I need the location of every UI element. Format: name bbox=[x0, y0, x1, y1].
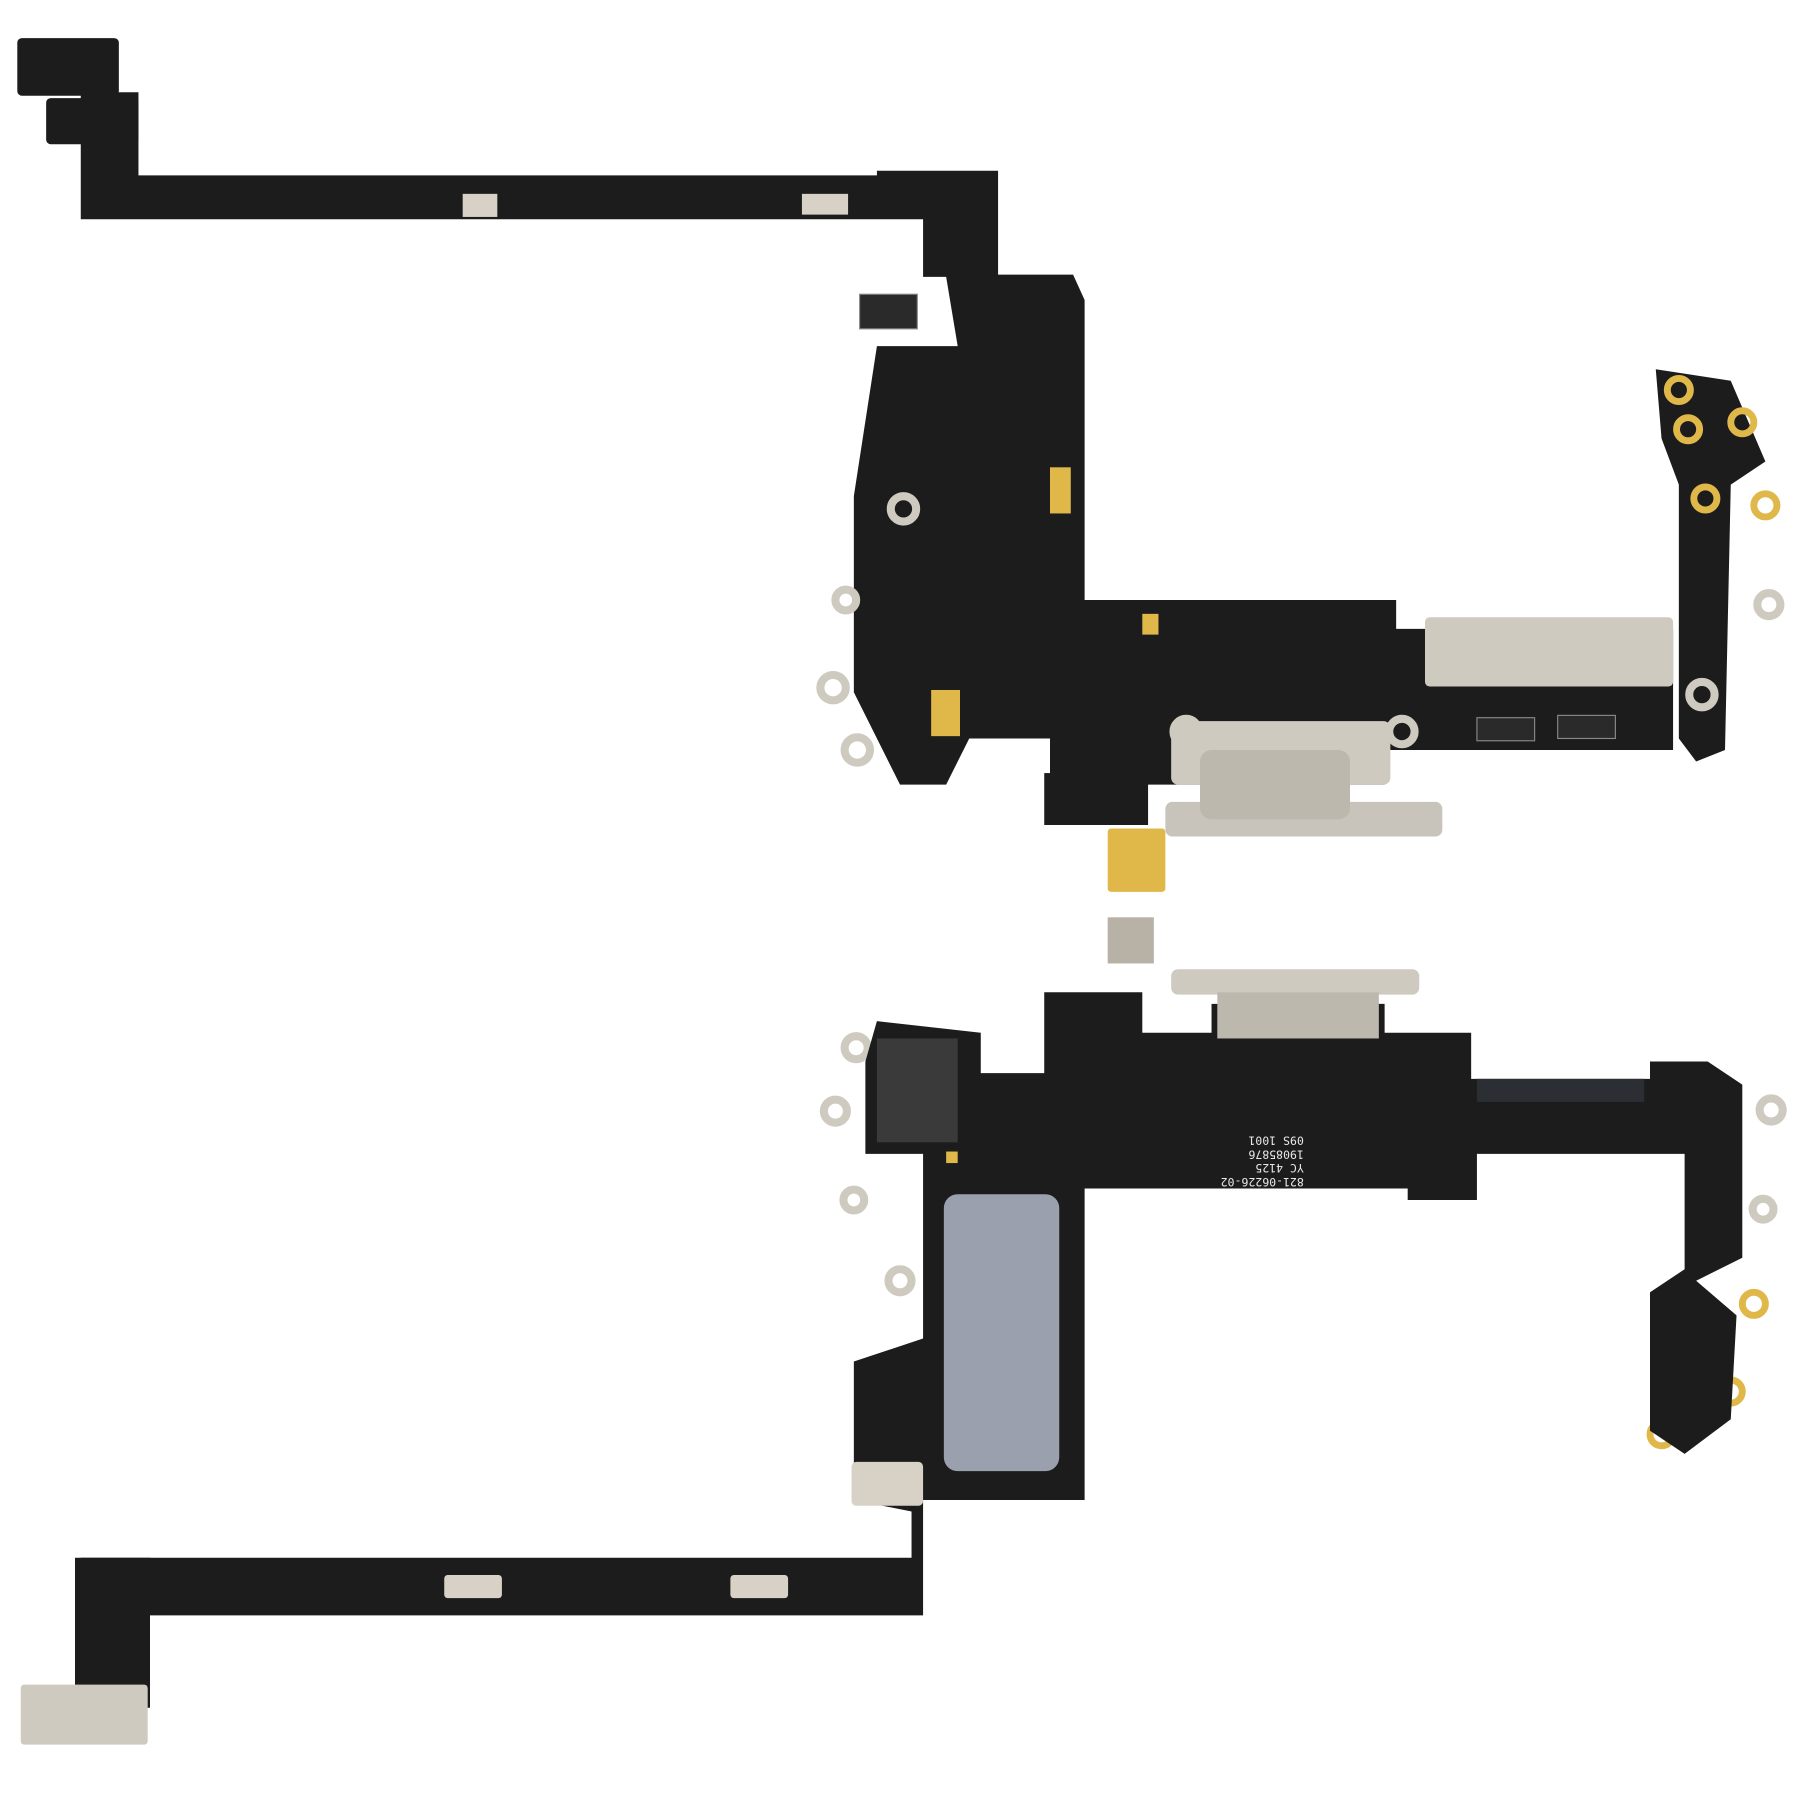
bottom-flex-body bbox=[80, 992, 1743, 1616]
metal-shield bbox=[1425, 617, 1674, 687]
bottom-flex-cable bbox=[75, 992, 1743, 1708]
marking-line-4: 09S 1001 bbox=[1248, 1134, 1304, 1148]
marking-line-2: YC 4125 bbox=[1255, 1161, 1304, 1175]
top-antenna-arm bbox=[1655, 369, 1766, 762]
bottom-flex-leg bbox=[75, 1557, 150, 1708]
board-connector-1 bbox=[17, 38, 119, 96]
usb-c-port-bottom bbox=[1171, 969, 1420, 995]
top-flex-details bbox=[462, 193, 1674, 892]
marking-line-3: 19085876 bbox=[1248, 1147, 1304, 1161]
top-flex-body bbox=[80, 92, 1674, 785]
mic-flex-tab bbox=[1044, 773, 1149, 825]
microphone-top bbox=[1107, 828, 1166, 892]
adhesive-foam-pad bbox=[943, 1194, 1060, 1472]
bottom-flex-details: 821-06226-02 YC 4125 19085876 09S 1001 bbox=[20, 917, 1645, 1745]
top-flex-cable bbox=[17, 38, 1766, 825]
microphone-bottom bbox=[1107, 917, 1154, 964]
board-markings: 821-06226-02 YC 4125 19085876 09S 1001 bbox=[1221, 1134, 1304, 1190]
marking-part-number: 821-06226-02 bbox=[1221, 1175, 1304, 1189]
